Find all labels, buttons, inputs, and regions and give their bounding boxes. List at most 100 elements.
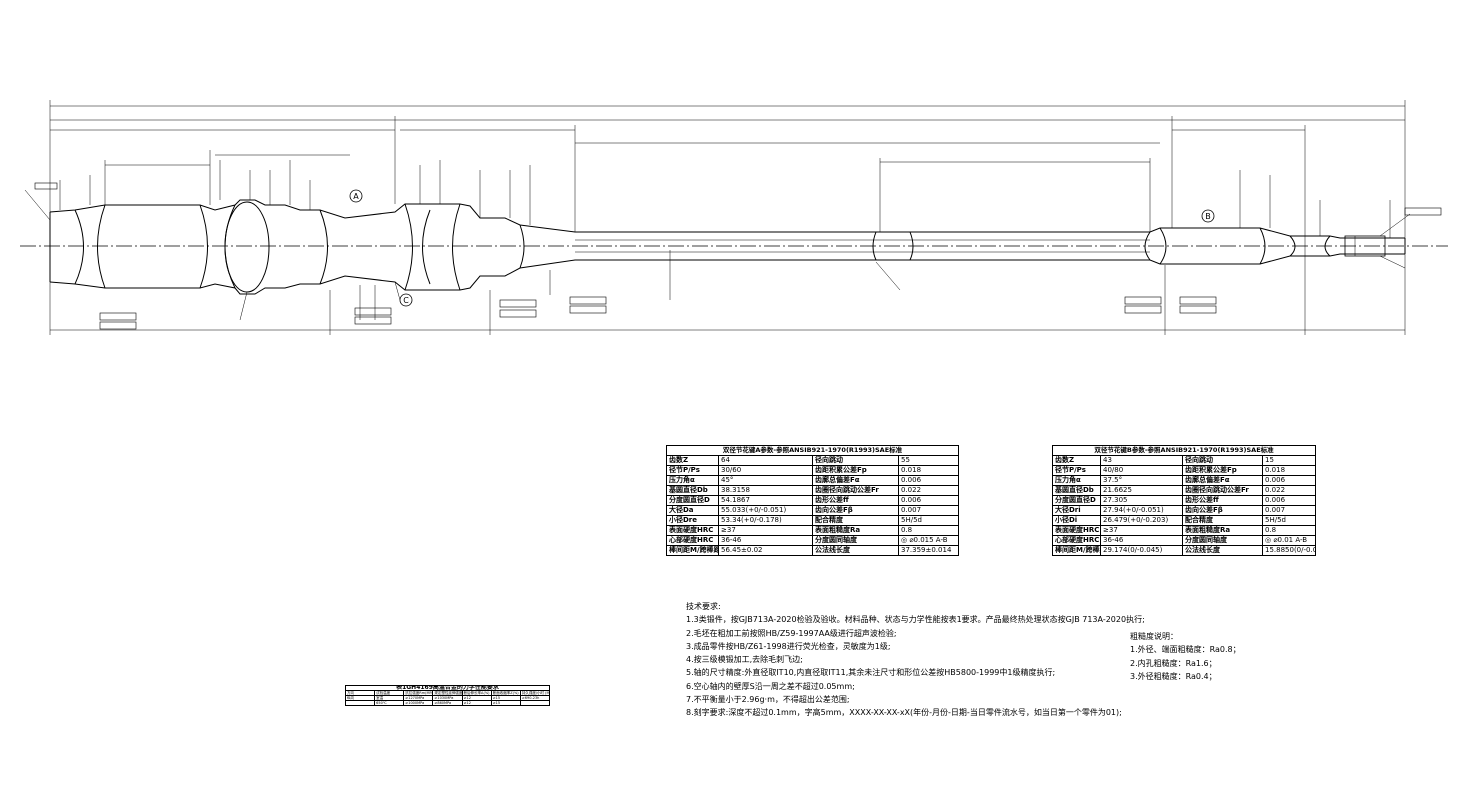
spline-b-cell: 齿向公差Fβ [1182, 505, 1263, 516]
spline-a-cell: 64 [718, 455, 813, 466]
spline-a-cell: 小径Dre [666, 515, 719, 526]
spline-b-cell: 齿数Z [1052, 455, 1101, 466]
spline-a-cell: 公法线长度 [812, 545, 899, 556]
material-cell: ≥15 [490, 700, 521, 706]
spline-a-cell: 55 [898, 455, 959, 466]
roughness-notes: 粗糙度说明： 1.外径、端面粗糙度：Ra0.8； 2.内孔粗糙度：Ra1.6； 3.外… [1130, 630, 1241, 683]
tech-note-line: 3.成品零件按HB/Z61-1998进行荧光检查，灵敏度为1级; [686, 641, 891, 651]
spline-a-cell: 0.006 [898, 475, 959, 486]
shaft-profile-lower [49, 253, 1405, 295]
spline-a-cell: ◎ ⌀0.015 A-B [898, 535, 959, 546]
technical-requirements: 技术要求:1.3类锻件，按GJB713A-2020检验及验收。材料品种、状态与力… [686, 600, 1145, 720]
roughness-note-line: 粗糙度说明： [1130, 632, 1178, 641]
spline-a-cell: 0.007 [898, 505, 959, 516]
spline-b-cell: 15.8850(0/-0.028) [1261, 545, 1317, 556]
spline-a-cell: 56.45±0.02 [718, 545, 813, 556]
spline-b-cell: 37.5° [1100, 475, 1183, 486]
spline-a-cell: 36-46 [718, 535, 813, 546]
material-header-cell: 抗拉强度Rm(MPa) [403, 690, 434, 696]
spline-a-cell: 0.8 [898, 525, 959, 536]
tech-note-line: 4.按三级模锻加工,去除毛刺飞边; [686, 655, 803, 665]
material-header-cell: 规定塑性延伸强度Rp0.2 [432, 690, 463, 696]
spline-b-cell: 心部硬度HRC [1052, 535, 1101, 546]
spline-b-cell: 5H/5d [1261, 515, 1317, 526]
spline-b-cell: 压力角α [1052, 475, 1101, 486]
spline-b-cell: 0.007 [1261, 505, 1317, 516]
spline-a-cell: 38.3158 [718, 485, 813, 496]
spline-b-cell: 0.022 [1261, 485, 1317, 496]
spline-b-cell: 配合精度 [1182, 515, 1263, 526]
svg-text:C: C [403, 296, 409, 305]
material-property-table: 表1GH4169高温合金的力学性能要求 方向试验温度抗拉强度Rm(MPa)规定塑… [344, 685, 551, 706]
spline-b-cell: ◎ ⌀0.01 A-B [1261, 535, 1317, 546]
spline-a-cell: 0.022 [898, 485, 959, 496]
material-header-row: 方向试验温度抗拉强度Rm(MPa)规定塑性延伸强度Rp0.2断后伸长率A(%)断… [344, 690, 551, 696]
roughness-note-line: 2.内孔粗糙度：Ra1.6； [1130, 658, 1217, 668]
spline-a-cell: 5H/5d [898, 515, 959, 526]
spline-a-cell: 棒间距M/跨棒距 [666, 545, 719, 556]
spline-b-cell: 齿形公差ff [1182, 495, 1263, 506]
spline-a-cell: 齿向公差Fβ [812, 505, 899, 516]
spline-a-cell: ≥37 [718, 525, 813, 536]
spline-b-cell: 大径Dri [1052, 505, 1101, 516]
spline-b-title: 双径节花键B参数-参照ANSIB921-1970(R1993)SAE标准 [1051, 445, 1317, 456]
spline-a-cell: 表面硬度HRC [666, 525, 719, 536]
spline-a-cell: 30/60 [718, 465, 813, 476]
spline-a-cell: 53.34(+0/-0.178) [718, 515, 813, 526]
material-cell: ≥860MPa [432, 700, 463, 706]
spline-b-cell: 0.006 [1261, 495, 1317, 506]
datum-b: B [1201, 209, 1215, 223]
spline-a-cell: 径节P/Ps [666, 465, 719, 476]
spline-a-cell: 齿数Z [666, 455, 719, 466]
roughness-note-line: 1.外径、端面粗糙度：Ra0.8； [1130, 645, 1241, 655]
spline-b-row: 棒间距M/跨棒距29.174(0/-0.045)公法线长度15.8850(0/-… [1052, 545, 1317, 556]
tech-note-line: 7.不平衡量小于2.96g·m，不得超出公差范围; [686, 695, 850, 705]
tech-note-line: 技术要求: [686, 602, 721, 611]
spline-a-cell: 配合精度 [812, 515, 899, 526]
spline-a-cell: 37.359±0.014 [898, 545, 959, 556]
datum-a: A [349, 189, 363, 203]
spline-b-cell: 表面粗糙度Ra [1182, 525, 1263, 536]
material-header-cell: 持久强度/小时 (MPa) [519, 690, 551, 696]
material-row: 650℃≥1000MPa≥860MPa≥12≥15 [344, 700, 551, 706]
svg-text:A: A [353, 192, 359, 201]
tech-note-line: 6.空心轴内的壁厚S沿一周之差不超过0.05mm; [686, 681, 855, 691]
spline-b-cell: ≥37 [1100, 525, 1183, 536]
material-cell: 650℃ [374, 700, 405, 706]
tech-note-line: 2.毛坯在粗加工前按照HB/Z59-1997AA级进行超声波检验; [686, 628, 897, 638]
spline-b-cell: 齿距积累公差Fp [1182, 465, 1263, 476]
spline-b-cell: 36-46 [1100, 535, 1183, 546]
roughness-note-line: 3.外径粗糙度：Ra0.4； [1130, 671, 1217, 681]
spline-b-cell: 0.006 [1261, 475, 1317, 486]
tech-note-line: 5.轴的尺寸精度:外直径取IT10,内直径取IT11,其余未注尺寸和形位公差按H… [686, 668, 1056, 678]
spline-a-cell: 齿距积累公差Fp [812, 465, 899, 476]
material-cell [519, 700, 551, 706]
spline-b-cell: 分度圆直径D [1052, 495, 1101, 506]
spline-a-cell: 齿廓总偏差Fα [812, 475, 899, 486]
spline-b-cell: 21.6625 [1100, 485, 1183, 496]
spline-b-cell: 27.94(+0/-0.051) [1100, 505, 1183, 516]
material-cell: ≥1000MPa [403, 700, 434, 706]
spline-a-cell: 54.1867 [718, 495, 813, 506]
spline-b-cell: 0.8 [1261, 525, 1317, 536]
spline-b-cell: 径向跳动 [1182, 455, 1263, 466]
spline-a-title: 双径节花键A参数-参照ANSIB921-1970(R1993)SAE标准 [666, 445, 959, 456]
spline-a-cell: 齿形公差ff [812, 495, 899, 506]
spline-a-cell: 0.018 [898, 465, 959, 476]
spline-a-cell: 分度圆同轴度 [812, 535, 899, 546]
spline-a-cell: 55.033(+0/-0.051) [718, 505, 813, 516]
